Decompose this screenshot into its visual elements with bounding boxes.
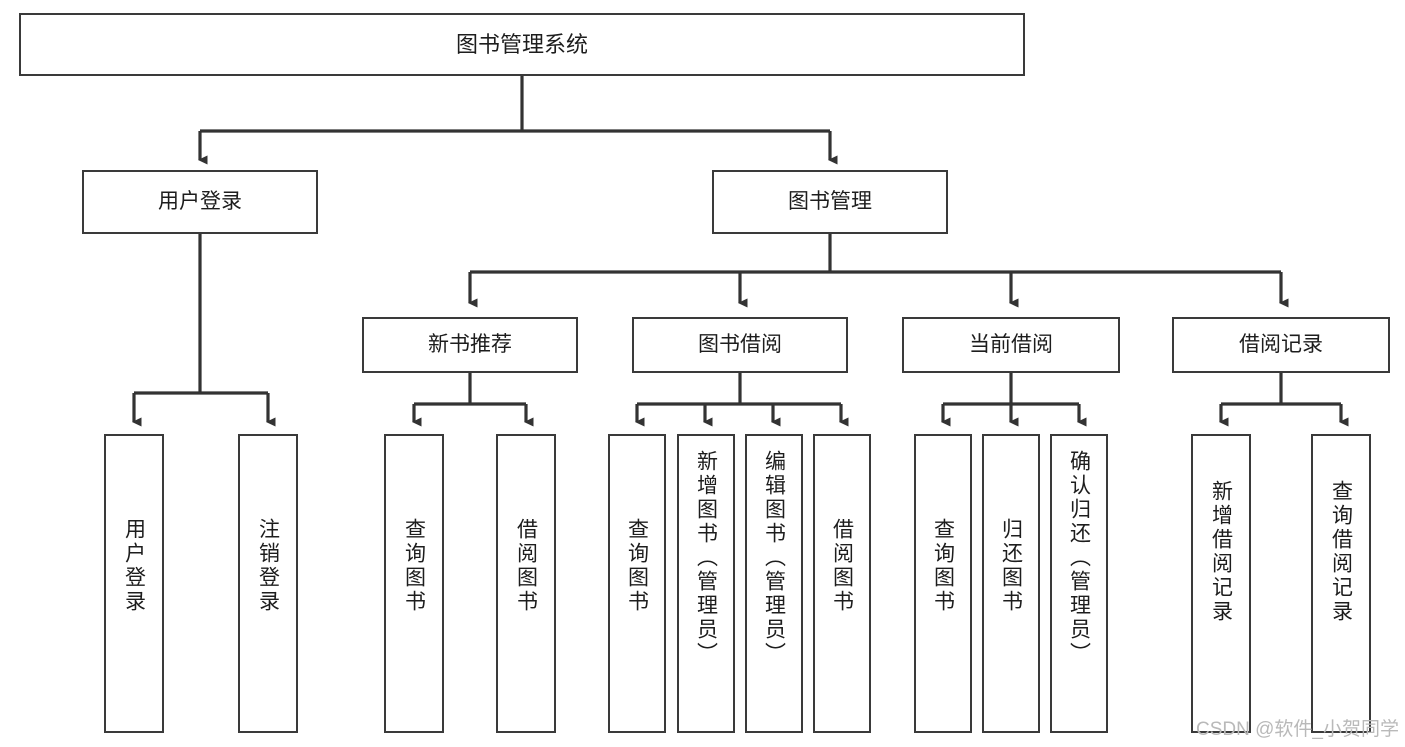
node-current-borrow-label: 当前借阅 [969,333,1053,357]
leaf-user-login-logout[interactable]: 注销登录 [238,434,298,733]
leaf-label: 注销登录 [256,518,280,614]
leaf-new-book-borrow[interactable]: 借阅图书 [496,434,556,733]
node-borrow-record[interactable]: 借阅记录 [1172,317,1390,373]
node-user-login-label: 用户登录 [158,190,242,214]
node-current-borrow[interactable]: 当前借阅 [902,317,1120,373]
leaf-label: 新增借阅记录 [1209,480,1233,624]
leaf-label: 用户登录 [122,518,146,614]
leaf-label: 编辑图书（管理员） [762,450,786,666]
leaf-label: 借阅图书 [514,518,538,614]
node-new-book-recommend-label: 新书推荐 [428,333,512,357]
leaf-borrow-record-query[interactable]: 查询借阅记录 [1311,434,1371,733]
leaf-book-borrow-query[interactable]: 查询图书 [608,434,666,733]
leaf-book-borrow-edit[interactable]: 编辑图书（管理员） [745,434,803,733]
node-root-label: 图书管理系统 [455,31,588,57]
node-book-manage[interactable]: 图书管理 [712,170,948,234]
leaf-label: 借阅图书 [830,518,854,614]
leaf-current-borrow-query[interactable]: 查询图书 [914,434,972,733]
node-user-login[interactable]: 用户登录 [82,170,318,234]
node-new-book-recommend[interactable]: 新书推荐 [362,317,578,373]
node-root[interactable]: 图书管理系统 [19,13,1025,76]
leaf-borrow-record-add[interactable]: 新增借阅记录 [1191,434,1251,733]
node-book-borrow-label: 图书借阅 [698,333,782,357]
leaf-book-borrow-borrow[interactable]: 借阅图书 [813,434,871,733]
leaf-label: 查询图书 [625,518,649,614]
leaf-label: 归还图书 [999,518,1023,614]
watermark: CSDN @软件_小贺同学 [1196,719,1399,740]
leaf-current-borrow-return[interactable]: 归还图书 [982,434,1040,733]
node-book-manage-label: 图书管理 [788,190,872,214]
leaf-label: 确认归还（管理员） [1067,450,1091,666]
leaf-book-borrow-add[interactable]: 新增图书（管理员） [677,434,735,733]
leaf-new-book-query[interactable]: 查询图书 [384,434,444,733]
leaf-label: 新增图书（管理员） [694,450,718,666]
leaf-current-borrow-confirm[interactable]: 确认归还（管理员） [1050,434,1108,733]
leaf-label: 查询图书 [402,518,426,614]
node-book-borrow[interactable]: 图书借阅 [632,317,848,373]
leaf-label: 查询借阅记录 [1329,480,1353,624]
leaf-label: 查询图书 [931,518,955,614]
leaf-user-login-login[interactable]: 用户登录 [104,434,164,733]
node-borrow-record-label: 借阅记录 [1239,333,1323,357]
